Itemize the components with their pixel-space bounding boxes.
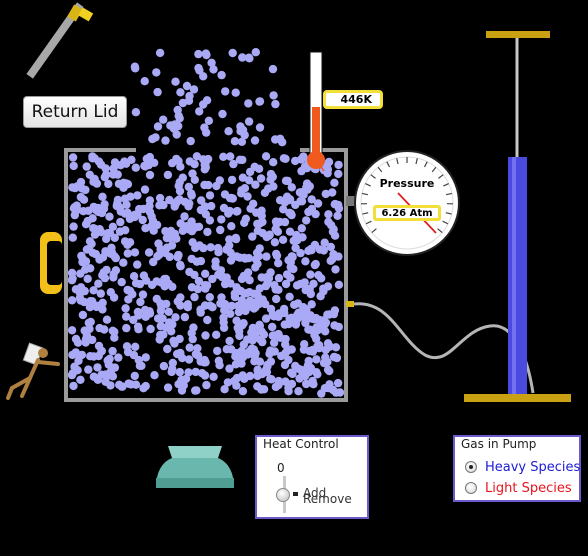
bicycle-pump-icon[interactable] <box>464 31 571 402</box>
light-species-radio[interactable] <box>465 482 477 494</box>
light-species-label[interactable]: Light Species <box>485 481 572 496</box>
gauge-connector <box>346 196 358 206</box>
thermometer-icon <box>307 51 325 172</box>
box-handle-icon[interactable] <box>40 232 62 294</box>
gas-in-pump-title: Gas in Pump <box>458 437 540 451</box>
gas-particles <box>67 48 345 398</box>
heavy-species-label[interactable]: Heavy Species <box>485 460 581 475</box>
heat-remove-label: Remove <box>303 492 352 506</box>
open-lid-icon[interactable] <box>26 2 94 79</box>
heat-slider-tick <box>293 492 298 496</box>
temperature-readout: 446K <box>323 90 383 109</box>
pressure-readout: 6.26 Atm <box>373 205 441 221</box>
heat-control-panel: Heat Control <box>255 435 369 519</box>
pump-hose <box>346 301 535 394</box>
wooden-mannequin-icon <box>6 342 60 400</box>
heat-slider-thumb[interactable] <box>276 488 290 502</box>
heavy-species-radio[interactable] <box>465 461 477 473</box>
gas-box <box>64 148 348 402</box>
heat-control-value: 0 <box>277 461 285 475</box>
heat-add-label: Add <box>303 486 327 500</box>
pressure-gauge <box>354 150 460 256</box>
return-lid-button[interactable]: Return Lid <box>23 96 127 128</box>
heat-control-title: Heat Control <box>260 437 342 451</box>
stove-burner-icon <box>156 446 234 488</box>
gauge-title: Pressure <box>379 177 435 190</box>
